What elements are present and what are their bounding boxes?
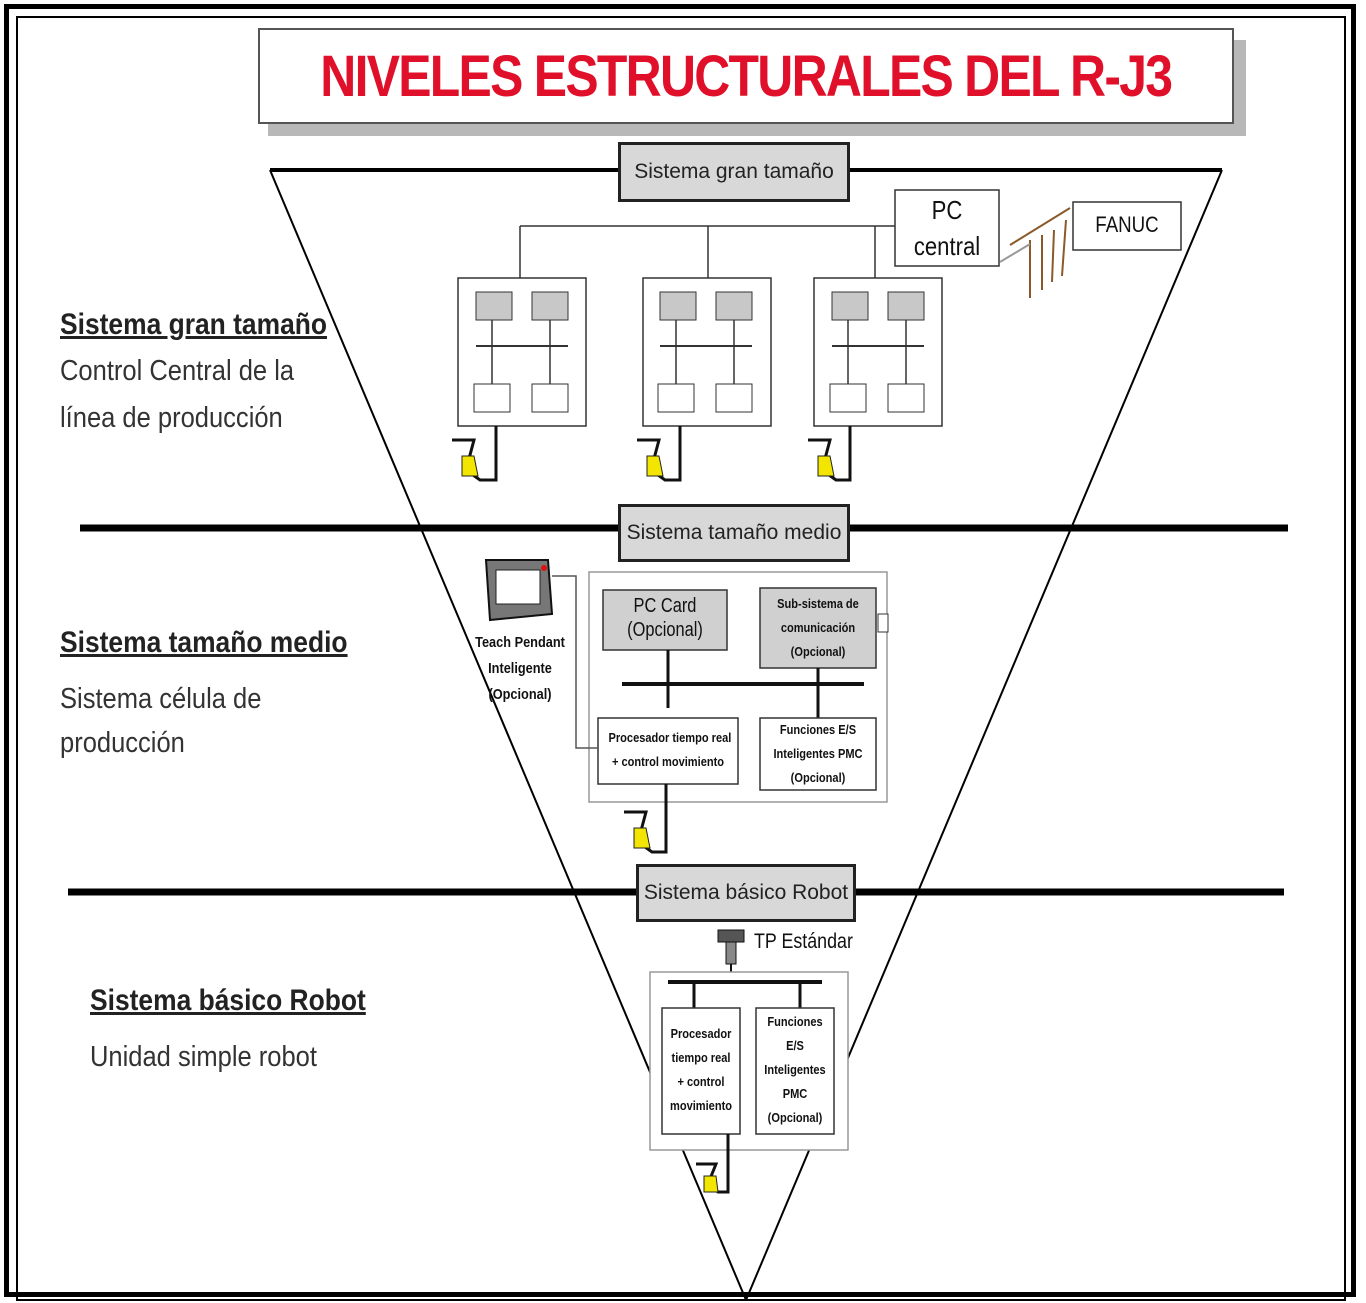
comm-subsystem-label: Sub-sistema de comunicación (Opcional) — [769, 592, 868, 664]
tp-standard-icon — [717, 929, 745, 965]
teach-pendant-line2: Inteligente — [488, 660, 552, 677]
level-box-large: Sistema gran tamaño — [618, 142, 850, 202]
level-box-basic-label: Sistema básico Robot — [643, 881, 849, 904]
io-functions-medium-label: Funciones E/S Inteligentes PMC (Opcional… — [769, 718, 868, 790]
io-functions-basic-line4: PMC — [782, 1086, 808, 1101]
teach-pendant-line1: Teach Pendant — [475, 634, 565, 651]
processor-medium-line1: Procesador tiempo real — [608, 730, 732, 745]
desc-medium-line2: producción — [60, 727, 185, 759]
controller-cabinet-3 — [813, 277, 943, 427]
desc-large-line2: línea de producción — [60, 402, 283, 434]
title-box: NIVELES ESTRUCTURALES DEL R-J3 — [258, 28, 1234, 124]
pc-central-line1: PC — [931, 195, 963, 225]
fanuc-box — [1072, 201, 1182, 251]
processor-basic-line4: movimiento — [669, 1098, 733, 1113]
controller-cabinet-1 — [457, 277, 587, 427]
robot-icon-2 — [637, 426, 682, 482]
heading-medium: Sistema tamaño medio — [60, 626, 348, 659]
processor-box-basic — [661, 1007, 741, 1135]
io-functions-basic-line5: (Opcional) — [767, 1110, 823, 1125]
tp-standard-label: TP Estándar — [754, 930, 853, 953]
level-box-medium: Sistema tamaño medio — [618, 504, 850, 562]
comm-subsystem-line3: (Opcional) — [790, 644, 846, 659]
level-box-basic: Sistema básico Robot — [636, 864, 856, 922]
io-functions-box-basic — [755, 1007, 835, 1135]
io-functions-medium-line2: Inteligentes PMC — [773, 746, 863, 761]
io-functions-medium-line1: Funciones E/S — [779, 722, 857, 737]
robot-icon-1 — [452, 426, 498, 482]
pc-central-line2: central — [913, 231, 981, 261]
pc-card-line1: PC Card — [633, 595, 697, 617]
comm-subsystem-line1: Sub-sistema de — [777, 596, 859, 611]
io-functions-medium-line3: (Opcional) — [790, 770, 846, 785]
processor-box-medium — [597, 717, 739, 785]
comm-subsystem-box — [759, 587, 877, 669]
teach-pendant-icon — [484, 559, 554, 622]
pc-card-label: PC Card (Opcional) — [614, 594, 716, 642]
pc-central-box — [894, 189, 1000, 267]
heading-basic: Sistema básico Robot — [90, 984, 366, 1017]
pc-central-label: PC central — [903, 192, 991, 264]
level-box-medium-label: Sistema tamaño medio — [626, 521, 842, 544]
robot-icon-basic — [696, 1134, 730, 1194]
io-functions-basic-line1: Funciones — [767, 1014, 823, 1029]
io-functions-basic-line3: Inteligentes — [764, 1062, 826, 1077]
large-network — [519, 225, 895, 278]
processor-basic-line3: + control — [677, 1074, 725, 1089]
teach-pendant-label: Teach Pendant Inteligente (Opcional) — [472, 630, 567, 708]
inner-frame — [16, 16, 1346, 1301]
page-title: NIVELES ESTRUCTURALES DEL R-J3 — [320, 43, 1174, 109]
outer-frame — [4, 4, 1356, 1297]
processor-basic-line2: tiempo real — [671, 1050, 731, 1065]
fanuc-robot-icon — [999, 207, 1071, 298]
heading-large: Sistema gran tamaño — [60, 308, 328, 341]
desc-medium-line1: Sistema célula de — [60, 683, 262, 715]
processor-medium-line2: + control movimiento — [611, 754, 725, 769]
teach-pendant-line3: (Opcional) — [488, 686, 552, 703]
processor-medium-label: Procesador tiempo real + control movimie… — [608, 726, 732, 774]
comm-subsystem-line2: comunicación — [780, 620, 856, 635]
level-box-large-label: Sistema gran tamaño — [634, 160, 834, 183]
processor-basic-line1: Procesador — [670, 1026, 732, 1041]
io-functions-basic-line2: E/S — [786, 1038, 804, 1053]
io-functions-basic-label: Funciones E/S Inteligentes PMC (Opcional… — [762, 1010, 828, 1130]
pc-card-box — [602, 589, 728, 651]
desc-basic-line1: Unidad simple robot — [90, 1041, 317, 1073]
io-functions-box-medium — [759, 717, 877, 791]
comm-port-icon — [877, 613, 889, 633]
pc-card-line2: (Opcional) — [627, 619, 703, 641]
desc-large-line1: Control Central de la — [60, 355, 295, 387]
processor-basic-label: Procesador tiempo real + control movimie… — [668, 1022, 734, 1118]
robot-icon-3 — [808, 426, 852, 482]
fanuc-label: FANUC — [1095, 212, 1159, 237]
controller-cabinet-2 — [642, 277, 772, 427]
robot-icon-medium — [624, 784, 668, 854]
